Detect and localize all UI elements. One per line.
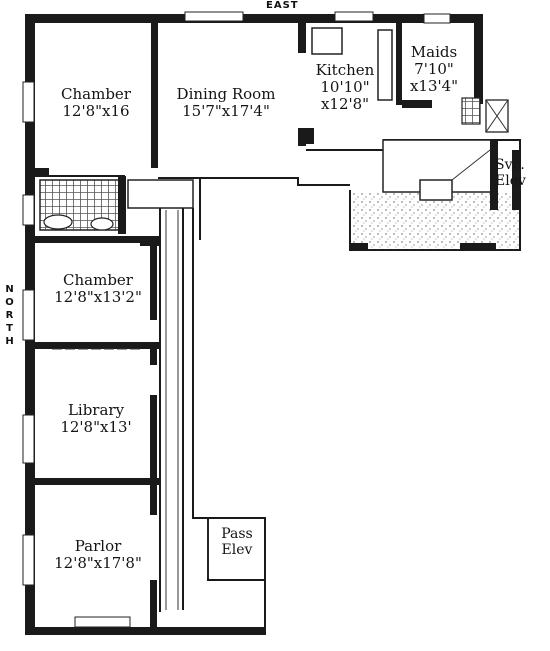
wall bbox=[402, 100, 432, 108]
counter bbox=[377, 29, 393, 101]
service-stair bbox=[419, 179, 453, 201]
window bbox=[334, 11, 374, 22]
wall bbox=[150, 349, 157, 365]
compass-north: N O R T H bbox=[4, 283, 16, 348]
wall bbox=[192, 208, 266, 635]
room-maids: Maids 7'10" x13'4" bbox=[400, 44, 468, 94]
room-size: 12'8"x17'8" bbox=[54, 553, 142, 572]
wall bbox=[512, 150, 520, 210]
corridor-closet bbox=[127, 179, 194, 209]
wall bbox=[150, 243, 157, 320]
room-name: Elev bbox=[495, 172, 526, 189]
wall bbox=[35, 168, 49, 176]
bathtub-icon bbox=[43, 214, 73, 230]
room-dining: Dining Room 15'7"x17'4" bbox=[162, 86, 290, 120]
exterior-wall-west bbox=[25, 627, 265, 635]
compass-north-letter: R bbox=[5, 310, 15, 321]
room-size: 12'8"x16 bbox=[62, 101, 130, 120]
room-svc-elev: Svc. Elev bbox=[495, 157, 535, 189]
wall bbox=[298, 128, 314, 144]
wall bbox=[306, 140, 396, 151]
window bbox=[22, 534, 35, 586]
room-name: Elev bbox=[221, 541, 253, 558]
window bbox=[22, 414, 35, 464]
maids-right-wall bbox=[474, 14, 483, 104]
compass-north-letter: H bbox=[5, 336, 15, 347]
wall bbox=[150, 580, 157, 634]
room-size: x13'4" bbox=[409, 76, 459, 95]
room-pass-elev: Pass Elev bbox=[212, 526, 262, 558]
maids-bathroom bbox=[461, 97, 481, 125]
room-size: 12'8"x13' bbox=[60, 417, 132, 436]
wall bbox=[396, 23, 402, 105]
room-size: 7'10" bbox=[414, 59, 454, 78]
room-name: Chamber bbox=[63, 271, 133, 289]
sink-icon bbox=[311, 27, 343, 55]
room-name: Svc. bbox=[495, 157, 525, 173]
window bbox=[22, 194, 35, 226]
wall bbox=[150, 485, 157, 515]
room-name: Pass bbox=[221, 526, 253, 542]
wall bbox=[460, 243, 496, 251]
room-size: 12'8"x13'2" bbox=[54, 287, 142, 306]
room-name: Chamber bbox=[61, 85, 131, 103]
window bbox=[22, 81, 35, 123]
closet-cross bbox=[485, 99, 509, 133]
compass-east: EAST bbox=[266, 0, 299, 11]
window bbox=[22, 289, 35, 341]
wall bbox=[150, 395, 157, 480]
room-name: Dining Room bbox=[176, 85, 276, 103]
wall bbox=[298, 23, 306, 53]
wall bbox=[490, 140, 498, 210]
room-chamber-2: Chamber 12'8"x13'2" bbox=[36, 272, 160, 306]
wall bbox=[350, 243, 368, 251]
wall bbox=[118, 176, 126, 234]
toilet-icon bbox=[90, 217, 114, 231]
room-kitchen: Kitchen 10'10" x12'8" bbox=[305, 62, 385, 112]
passenger-elevator bbox=[208, 517, 266, 580]
wall bbox=[151, 23, 158, 168]
room-chamber-1: Chamber 12'8"x16 bbox=[48, 86, 144, 120]
room-name: Kitchen bbox=[315, 61, 375, 79]
wall bbox=[35, 236, 160, 243]
wall bbox=[451, 149, 491, 181]
room-library: Library 12'8"x13' bbox=[40, 402, 152, 436]
window bbox=[74, 616, 131, 628]
room-parlor: Parlor 12'8"x17'8" bbox=[36, 538, 160, 572]
wall bbox=[158, 177, 350, 240]
compass-north-letter: O bbox=[5, 297, 15, 308]
room-size: 15'7"x17'4" bbox=[182, 101, 270, 120]
wall bbox=[35, 478, 160, 485]
compass-north-letter: N bbox=[5, 284, 15, 295]
wall bbox=[140, 236, 160, 246]
room-size: x12'8" bbox=[320, 94, 370, 113]
corridor-closet-shelf bbox=[165, 210, 179, 610]
exterior-wall-east bbox=[25, 14, 483, 23]
room-name: Library bbox=[67, 401, 125, 419]
corridor bbox=[159, 208, 184, 612]
room-size: 10'10" bbox=[320, 77, 370, 96]
compass-north-letter: T bbox=[6, 323, 14, 334]
room-name: Parlor bbox=[74, 537, 122, 555]
window bbox=[184, 11, 244, 22]
wall bbox=[35, 342, 160, 349]
window bbox=[423, 13, 451, 24]
room-name: Maids bbox=[410, 43, 458, 61]
